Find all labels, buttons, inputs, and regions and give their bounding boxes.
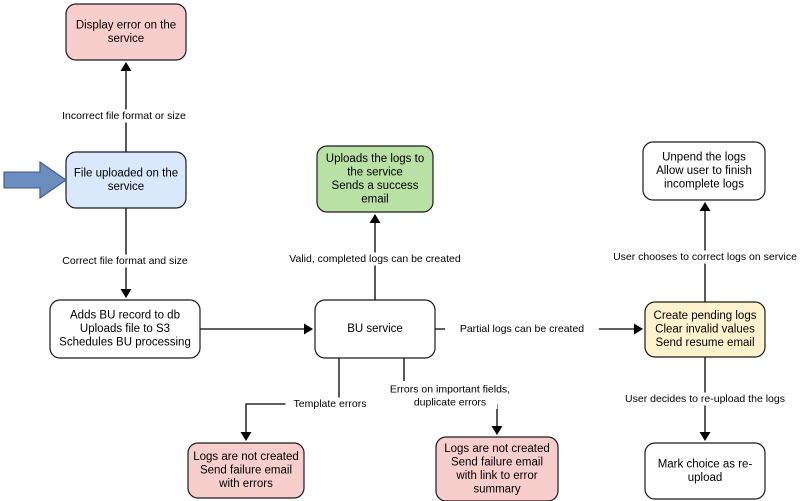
node-bu-service[interactable]: BU service	[314, 299, 436, 359]
node-label-line: service	[108, 181, 144, 193]
edge-label: User decides to re-upload the logs	[625, 393, 785, 405]
node-label-line: Clear invalid values	[655, 324, 755, 336]
edge-label-backing	[273, 252, 477, 266]
edge-upload-to-adds: Correct file format and size	[45, 208, 205, 298]
node-shape[interactable]	[187, 442, 305, 499]
node-shape[interactable]	[435, 436, 559, 501]
edge-label: User chooses to correct logs on service	[613, 251, 797, 263]
arrowhead	[634, 323, 643, 335]
node-label-line: Mark choice as re-	[658, 458, 753, 470]
edge-label: duplicate errors	[414, 396, 486, 408]
node-label-line: service	[108, 33, 144, 45]
node-label-line: Allow user to finish	[656, 165, 752, 177]
arrowhead	[699, 432, 711, 441]
node-shape[interactable]	[644, 301, 766, 358]
node-shape[interactable]	[65, 3, 187, 61]
edge-bu-to-template-errors: Template errors	[240, 358, 375, 441]
edge-label: Partial logs can be created	[460, 323, 584, 335]
node-label-line: Send failure email	[451, 456, 543, 468]
entry-block-arrow	[3, 160, 68, 200]
node-label-line: with errors	[218, 478, 273, 490]
node-label-line: Logs are not created	[193, 451, 299, 463]
node-label-line: Send failure email	[200, 465, 292, 477]
edge-label-backing	[373, 383, 527, 396]
edge-label: Valid, completed logs can be created	[289, 253, 461, 265]
node-label-line: Sends a success	[332, 180, 419, 192]
node-shape[interactable]	[316, 145, 434, 213]
node-label-line: email	[361, 193, 388, 205]
edge-pending-to-mark-choice: User decides to re-upload the logs	[609, 357, 801, 441]
node-label-line: incomplete logs	[664, 179, 744, 191]
edge-label-backing	[402, 396, 498, 409]
node-file-uploaded[interactable]: File uploaded on the service	[65, 151, 187, 209]
edge-label-backing	[595, 250, 801, 264]
edge-label: Incorrect file format or size	[62, 110, 186, 122]
node-label-line: BU service	[347, 323, 403, 335]
arrowhead	[304, 323, 313, 335]
edge-label: Template errors	[294, 398, 367, 410]
edge-label-backing	[445, 322, 599, 336]
edge-bu-to-summary-errors: Errors on important fields,duplicate err…	[373, 358, 527, 435]
node-mark-choice[interactable]: Mark choice as re-upload	[644, 442, 766, 500]
node-label-line: Unpend the logs	[662, 152, 746, 164]
edge-bu-to-uploads-logs: Valid, completed logs can be created	[273, 214, 477, 300]
node-label-line: the service	[347, 166, 403, 178]
node-label-line: Uploads file to S3	[80, 323, 170, 335]
node-display-error[interactable]: Display error on the service	[65, 3, 187, 61]
node-label-line: with link to error	[455, 470, 537, 482]
edge-label: Errors on important fields,	[390, 383, 510, 395]
node-label-line: Display error on the	[76, 19, 176, 31]
node-shape[interactable]	[314, 299, 436, 359]
node-label-line: Create pending logs	[654, 310, 757, 322]
arrowhead	[240, 432, 252, 441]
edge-label-backing	[609, 392, 801, 406]
arrowhead	[699, 202, 711, 211]
arrowhead	[120, 62, 132, 71]
node-label-line: File uploaded on the	[74, 167, 178, 179]
node-shape[interactable]	[642, 141, 766, 201]
node-shape[interactable]	[644, 442, 766, 500]
entry-arrow-layer	[3, 160, 68, 200]
node-label-line: Schedules BU processing	[59, 337, 191, 349]
node-label-line: summary	[473, 483, 521, 495]
node-shape[interactable]	[49, 299, 201, 359]
arrowhead	[491, 426, 503, 435]
edge-upload-to-error: Incorrect file format or size	[41, 62, 207, 152]
node-label-line: upload	[688, 472, 723, 484]
edge-label-backing	[45, 254, 205, 268]
node-label-line: Logs are not created	[444, 443, 550, 455]
arrowhead	[120, 289, 132, 298]
node-label-line: Adds BU record to db	[70, 310, 180, 322]
edge-adds-to-bu	[200, 323, 313, 335]
edge-label-backing	[285, 397, 375, 411]
edge-label-backing	[41, 109, 207, 123]
arrowhead	[369, 214, 381, 223]
edge-bu-to-create-pending: Partial logs can be created	[435, 322, 643, 336]
edge-pending-to-unpend: User chooses to correct logs on service	[595, 202, 801, 302]
edge-label: Correct file format and size	[62, 255, 188, 267]
node-label-line: Send resume email	[655, 337, 754, 349]
node-label-line: Uploads the logs to	[326, 153, 424, 165]
